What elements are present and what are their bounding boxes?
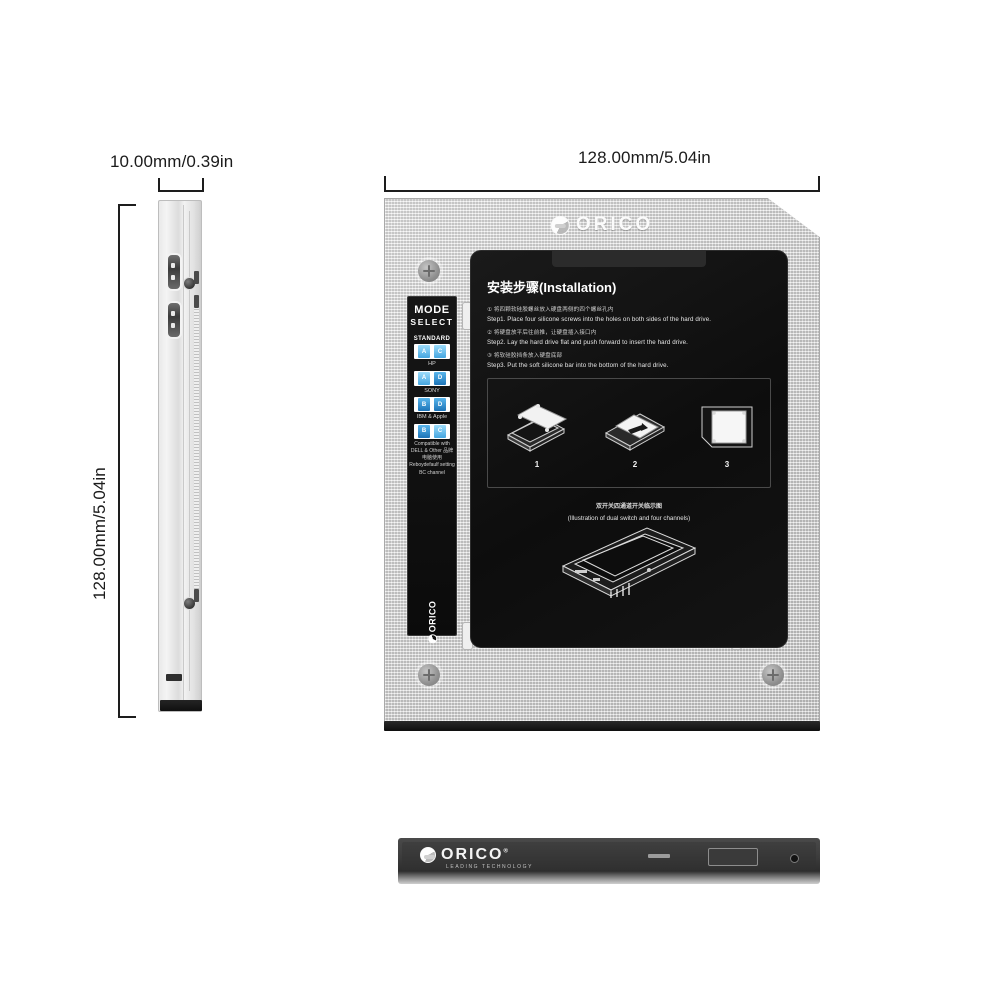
installation-instruction-label: 安装步骤(Installation) ① 将四颗软硅胶螺丝放入硬盘两侧的四个螺丝… xyxy=(470,250,788,648)
switch-caption-1: HP xyxy=(428,361,436,368)
switch-illustration-caption-cn: 双开关四通道开关临示图 xyxy=(595,504,662,510)
registered-mark: ® xyxy=(503,848,510,855)
assembly-diagram-3: 3 xyxy=(696,397,758,469)
side-slot-upper xyxy=(166,253,182,291)
screw-top-left xyxy=(418,260,440,282)
orico-globe-icon-bezel xyxy=(420,847,436,863)
thickness-bracket xyxy=(158,178,204,192)
orico-globe-icon-small xyxy=(427,634,437,644)
mode-subtitle: SELECT xyxy=(410,317,454,328)
shell-brand-logo: ORICO xyxy=(550,214,654,236)
thickness-dimension-label: 10.00mm/0.39in xyxy=(110,152,234,171)
height-dimension-label: 128.00mm/5.04in xyxy=(90,467,109,600)
dual-switch-illustration-icon xyxy=(561,527,697,598)
diagram-installed-icon xyxy=(701,406,753,448)
assembly-diagram-2: 2 xyxy=(598,397,672,469)
switch-graphic-1: A C xyxy=(414,344,450,360)
switch-graphic-3: B D xyxy=(414,397,450,413)
orico-globe-icon xyxy=(550,215,570,235)
front-bezel-view: ORICO® LEADING TECHNOLOGY xyxy=(398,838,820,884)
switch-key-left-3: B xyxy=(418,398,430,412)
diagram-number-1: 1 xyxy=(534,460,540,469)
mode-switch-3: B D IBM & Apple xyxy=(414,397,450,421)
switch-key-left-4: B xyxy=(418,424,430,438)
caddy-front-edge xyxy=(384,721,820,731)
side-tab-upper xyxy=(194,271,199,284)
switch-key-right-1: C xyxy=(434,345,446,359)
standard-label: STANDARD xyxy=(413,336,451,343)
step-3-chinese: ③ 将软硅胶挡条放入硬盘底部 xyxy=(487,353,563,359)
diagram-number-3: 3 xyxy=(724,460,730,469)
bezel-brand-name: ORICO® xyxy=(441,846,510,863)
instruction-title: 安装步骤(Installation) xyxy=(487,280,617,295)
side-ridge-texture xyxy=(194,297,199,597)
side-vent xyxy=(166,674,182,681)
shell-brand-name: ORICO xyxy=(575,214,654,235)
side-tab-mid xyxy=(194,295,199,308)
switch-key-right-4: C xyxy=(434,424,446,438)
switch-key-left-2: A xyxy=(418,371,430,385)
side-view-product xyxy=(158,200,202,720)
side-screw-lower xyxy=(183,597,196,610)
mode-switch-1: A C HP xyxy=(414,344,450,368)
switch-graphic-2: A D xyxy=(414,370,450,386)
switch-key-right-3: D xyxy=(434,398,446,412)
step-2-english: Step2. Lay the hard drive flat and push … xyxy=(487,339,688,346)
label-notch xyxy=(552,251,706,267)
mode-panel-brand-logo: ORICO xyxy=(427,601,437,644)
side-tab-lower xyxy=(194,589,199,602)
diagram-number-2: 2 xyxy=(632,460,638,469)
width-bracket xyxy=(384,176,820,192)
bezel-tagline: LEADING TECHNOLOGY xyxy=(446,864,534,870)
step-1-english: Step1. Place four silicone screws into t… xyxy=(487,316,712,323)
mode-select-panel: MODE SELECT STANDARD A C HP A D SONY B xyxy=(407,296,457,644)
step-2-chinese: ② 将硬盘放平后往前推，让硬盘插入接口内 xyxy=(487,330,597,336)
side-bottom-bezel xyxy=(160,700,202,711)
bezel-slot xyxy=(648,854,670,858)
assembly-diagram-box: 1 2 xyxy=(487,378,771,488)
switch-key-left-1: A xyxy=(418,345,430,359)
screw-bottom-left xyxy=(418,664,440,686)
mode-switch-2: A D SONY xyxy=(414,370,450,395)
step-1-chinese: ① 将四颗软硅胶螺丝放入硬盘两侧的四个螺丝孔内 xyxy=(487,307,614,313)
mode-title: MODE xyxy=(414,304,450,316)
mode-switch-4: B C Compatible with DELL & Other 品牌电脑使用 … xyxy=(409,423,455,477)
caddy-top-view: ORICO MODE SELECT STANDARD A C HP A D SO… xyxy=(384,198,820,731)
height-bracket xyxy=(118,204,136,718)
mode-panel-brand-name: ORICO xyxy=(426,600,437,633)
diagram-drive-insert-icon xyxy=(506,404,568,452)
bezel-brand-logo: ORICO® xyxy=(420,846,510,864)
switch-caption-3: IBM & Apple xyxy=(416,414,448,421)
side-view-body xyxy=(158,200,202,712)
step-3-english: Step3. Put the soft silicone bar into th… xyxy=(487,362,669,369)
assembly-diagram-1: 1 xyxy=(500,397,574,469)
switch-illustration-caption-en: (Illustration of dual switch and four ch… xyxy=(567,515,691,522)
compatibility-note: Compatible with DELL & Other 品牌电脑使用 Rebo… xyxy=(409,440,455,476)
bezel-eject-hole xyxy=(790,854,799,863)
switch-graphic-4: B C xyxy=(414,423,450,439)
width-dimension-label: 128.00mm/5.04in xyxy=(578,148,711,167)
bezel-panel xyxy=(708,848,758,866)
switch-caption-2: SONY xyxy=(424,387,440,394)
screw-bottom-right xyxy=(762,664,784,686)
diagram-push-forward-icon xyxy=(604,413,666,451)
switch-key-right-2: D xyxy=(434,371,446,385)
side-slot-lower xyxy=(166,301,182,339)
